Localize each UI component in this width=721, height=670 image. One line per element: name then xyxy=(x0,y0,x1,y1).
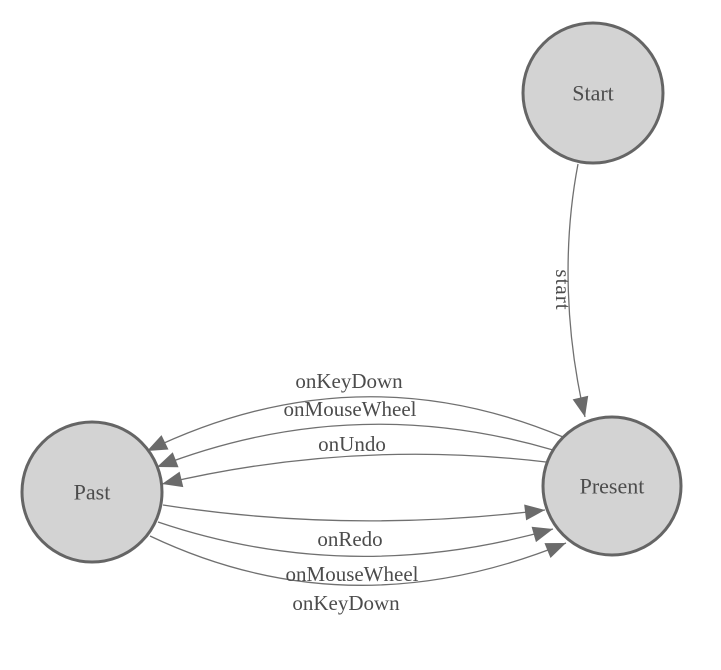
edge-present-to-past-onmousewheel xyxy=(156,423,554,468)
present-node-circle xyxy=(541,415,683,557)
state-node-start: Start xyxy=(521,21,665,165)
edge-past-to-present-onredo xyxy=(162,504,546,522)
edge-label-start: start xyxy=(551,269,575,310)
start-node-label: Start xyxy=(572,81,614,106)
edge-label-onkeydown-bottom: onKeyDown xyxy=(292,591,400,615)
state-node-present: Present xyxy=(541,415,683,557)
edge-label-onredo: onRedo xyxy=(317,527,382,551)
start-node-circle xyxy=(521,21,665,165)
edge-present-to-past-onundo xyxy=(161,453,547,488)
state-node-past: Past xyxy=(20,420,164,564)
edge-label-onmousewheel-top: onMouseWheel xyxy=(284,397,417,421)
edge-label-onmousewheel-bottom: onMouseWheel xyxy=(286,562,419,586)
past-node-label: Past xyxy=(74,480,111,505)
edge-past-to-present-onmousewheel xyxy=(157,521,554,557)
present-node-label: Present xyxy=(580,474,645,499)
edge-present-to-past-onkeydown xyxy=(146,396,564,452)
edge-past-to-present-onkeydown xyxy=(149,535,567,586)
edge-label-onundo: onUndo xyxy=(318,432,386,456)
edge-start-to-present xyxy=(567,163,589,418)
edge-label-onkeydown-top: onKeyDown xyxy=(295,369,403,393)
past-node-circle xyxy=(20,420,164,564)
